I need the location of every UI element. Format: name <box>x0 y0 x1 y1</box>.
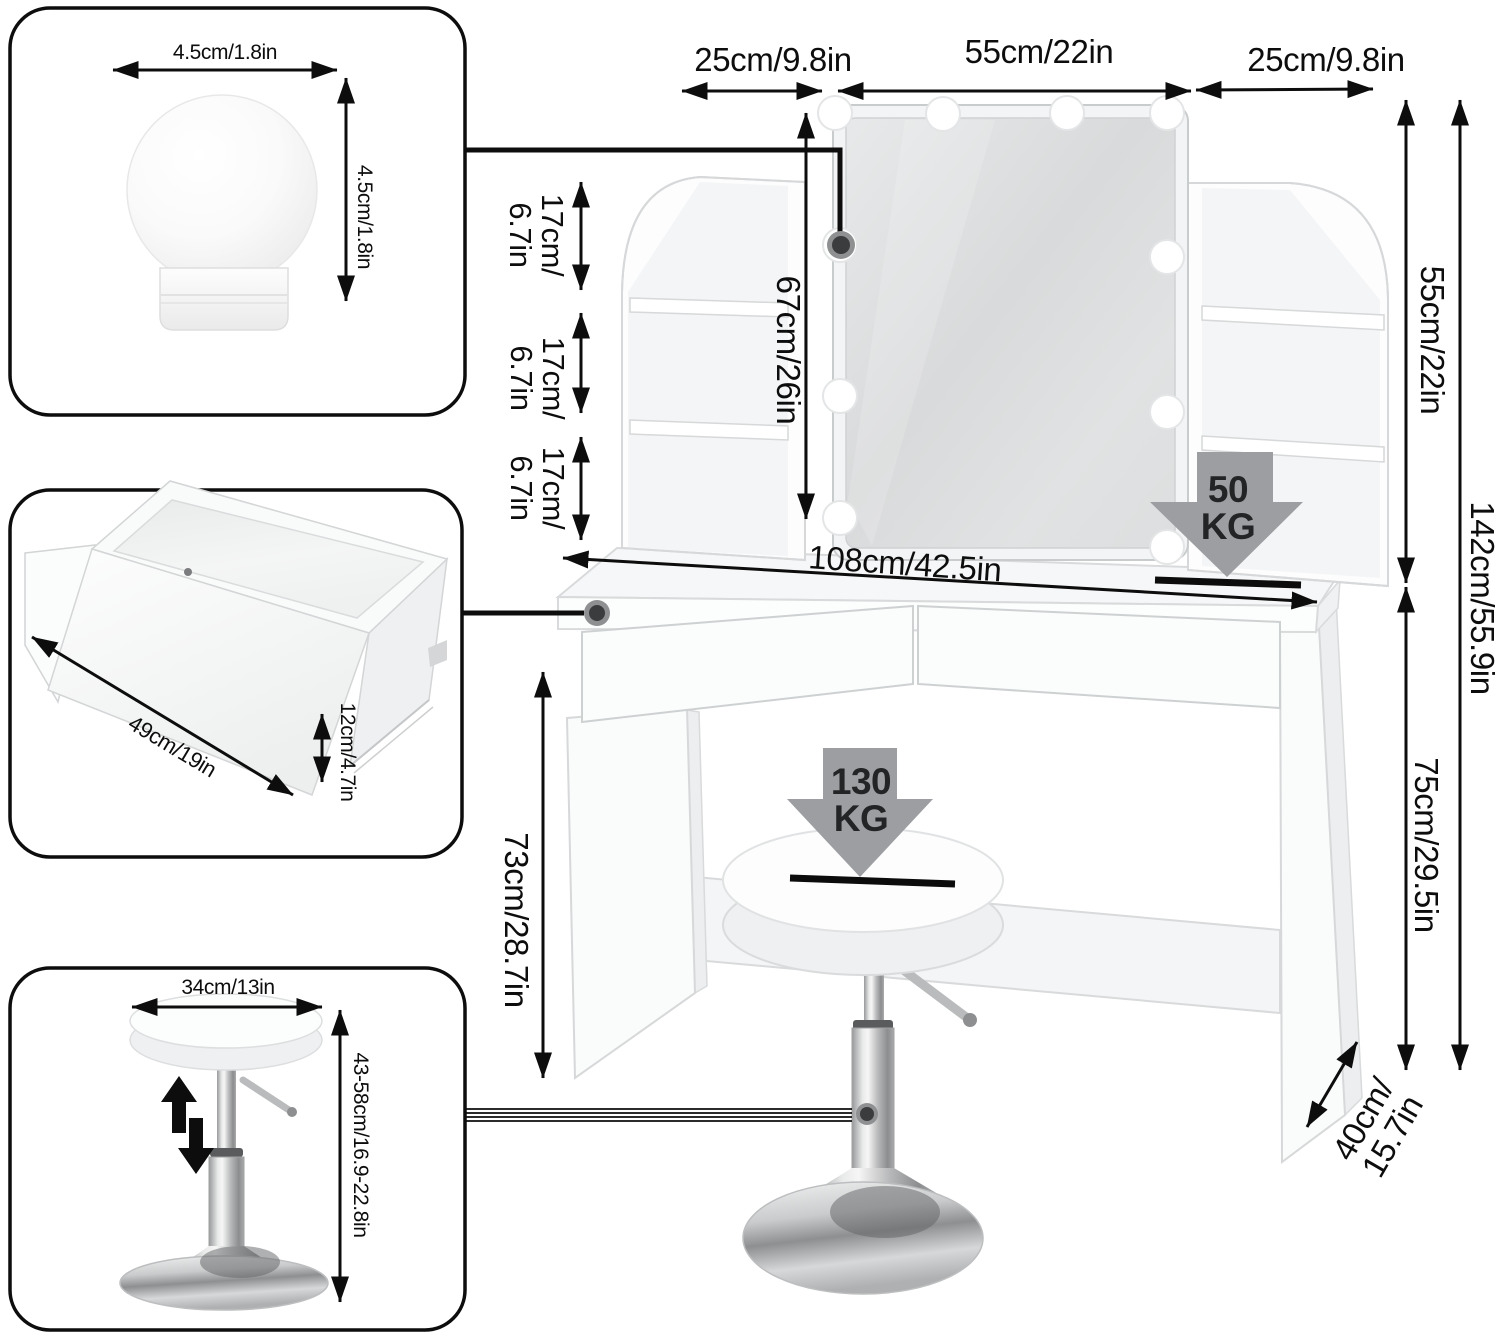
bulb-width-label: 4.5cm/1.8in <box>172 41 278 65</box>
vanity-stool <box>722 827 1004 1295</box>
drawer-fronts <box>581 604 1281 724</box>
stool-callout <box>463 1103 878 1125</box>
desk-height-right-label: 75cm/29.5in <box>1408 757 1446 933</box>
drawer-inset-drawing <box>24 480 449 797</box>
shelf-segment-label-1: 17cm/6.7in <box>503 193 571 277</box>
drawer-callout <box>462 600 610 626</box>
stool-height-range-label: 43-58cm/16.9-22.8in <box>348 1052 372 1238</box>
dimension-lines <box>534 80 1469 1128</box>
height-down-arrow-icon <box>178 1118 214 1174</box>
stool-lever <box>893 961 975 1025</box>
drawer-height-label: 12cm/4.7in <box>335 702 359 802</box>
stool-load-arrow <box>787 748 956 888</box>
left-shelf-unit <box>621 175 806 562</box>
bulb-callout <box>465 147 855 259</box>
top-center-width-label: 55cm/22in <box>964 32 1114 70</box>
height-up-arrow-icon <box>161 1076 197 1133</box>
mirror-bulbs <box>817 95 1185 565</box>
stool-inset-drawing <box>119 993 349 1311</box>
desk-height-left-label: 73cm/28.7in <box>498 832 536 1008</box>
desk-left-leg <box>565 706 708 1080</box>
desk-right-leg <box>1278 596 1363 1164</box>
bulb-inset-drawing <box>112 61 355 331</box>
drawer-interior <box>112 499 425 619</box>
shelf-segment-label-3: 17cm/6.7in <box>504 446 572 530</box>
bulb-socket <box>159 267 289 331</box>
top-right-width-label: 25cm/9.8in <box>1247 40 1405 78</box>
hutch-height-label: 55cm/22in <box>1414 265 1452 415</box>
total-height-label: 142cm/55.9in <box>1464 501 1500 695</box>
shelf-segment-label-2: 17cm/6.7in <box>504 336 572 420</box>
top-left-width-label: 25cm/9.8in <box>694 40 852 78</box>
bulb-sphere <box>126 94 318 286</box>
lighted-mirror <box>817 95 1189 565</box>
mirror-height-label: 67cm/26in <box>770 275 808 425</box>
stool-seat-width-label: 34cm/13in <box>181 976 275 1000</box>
bulb-height-label: 4.5cm/1.8in <box>352 164 376 270</box>
